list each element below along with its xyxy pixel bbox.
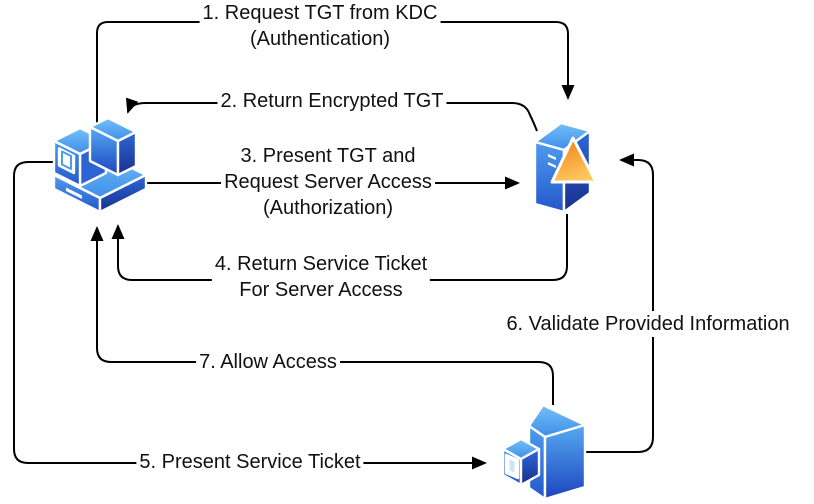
step-1-text: 1. Request TGT from KDC (202, 2, 438, 24)
step-3-text2: Request Server Access (224, 171, 432, 193)
step-3-subtext: (Authorization) (262, 197, 394, 219)
label-step-6: 6. Validate Provided Information (503, 311, 793, 337)
triangle-badge-icon (550, 136, 598, 184)
step-6-text: 6. Validate Provided Information (506, 313, 790, 335)
label-step-4: 4. Return Service Ticket For Server Acce… (211, 251, 431, 303)
flow-line-2 (125, 97, 538, 132)
label-step-2: 2. Return Encrypted TGT (217, 88, 447, 114)
step-4-text2: For Server Access (239, 279, 403, 301)
label-step-7: 7. Allow Access (196, 349, 340, 375)
application-server-icon (501, 403, 587, 501)
client-computer-icon (52, 116, 148, 213)
step-5-text: 5. Present Service Ticket (139, 451, 361, 473)
label-step-1: 1. Request TGT from KDC (Authentication) (199, 0, 441, 52)
step-1-subtext: (Authentication) (249, 28, 391, 50)
step-7-text: 7. Allow Access (199, 351, 337, 373)
step-4-text: 4. Return Service Ticket (214, 253, 428, 275)
step-2-text: 2. Return Encrypted TGT (220, 90, 444, 112)
label-step-5: 5. Present Service Ticket (136, 449, 364, 475)
kdc-server-icon (533, 121, 598, 214)
label-step-3: 3. Present TGT and Request Server Access… (221, 143, 435, 221)
flow-line-6 (586, 153, 654, 453)
step-3-text: 3. Present TGT and (240, 145, 416, 167)
flow-line-5 (13, 161, 487, 470)
